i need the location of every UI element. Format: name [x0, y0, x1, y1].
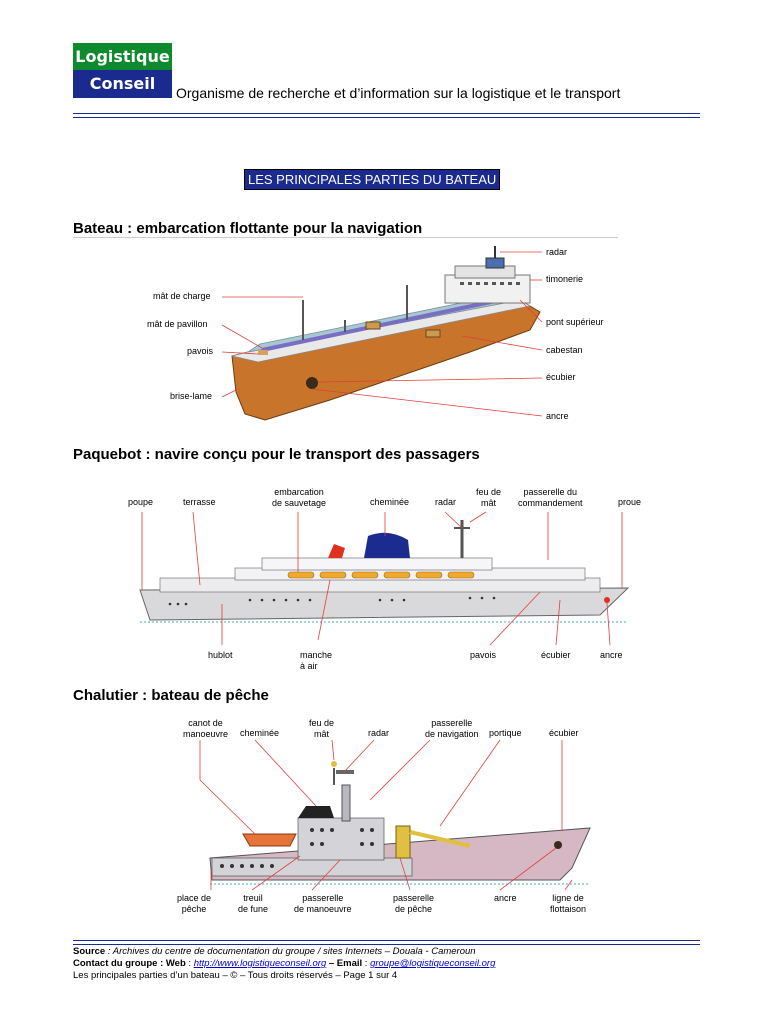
footer-rule: [73, 940, 700, 945]
page-title: LES PRINCIPALES PARTIES DU BATEAU: [244, 169, 501, 190]
trawler-illustration: [199, 739, 591, 891]
label-brise-lame: brise-lame: [170, 391, 213, 401]
label-mat-pavillon: mât de pavillon: [147, 319, 208, 329]
label-radar: radar: [546, 247, 568, 257]
label-feu-mat: feu de mât: [476, 487, 502, 508]
label-canot-manoeuvre: canot de manoeuvre: [183, 718, 229, 739]
label-treuil-fune: treuil de fune: [238, 893, 269, 914]
label-hublot: hublot: [208, 650, 233, 660]
section-heading-paquebot: Paquebot : navire conçu pour le transpor…: [73, 446, 480, 463]
label-cheminee: cheminée: [240, 728, 280, 738]
footer-source: Source : Archives du centre de documenta…: [73, 946, 476, 958]
email-label: – Email: [328, 958, 363, 969]
label-radar: radar: [368, 728, 390, 738]
tanker-illustration: [221, 246, 543, 421]
label-mat-charge: mât de charge: [153, 291, 211, 301]
label-passerelle-commandement: passerelle du commandement: [518, 487, 583, 508]
label-terrasse: terrasse: [183, 497, 216, 507]
label-ecubier: écubier: [541, 650, 571, 660]
label-timonerie: timonerie: [546, 274, 584, 284]
organisation-text: Organisme de recherche et d’information …: [176, 85, 621, 101]
section-heading-chalutier: Chalutier : bateau de pêche: [73, 687, 269, 704]
web-link[interactable]: http://www.logistiqueconseil.org: [193, 958, 327, 969]
label-manche-air: manche à air: [300, 650, 333, 671]
source-label: Source: [73, 946, 106, 957]
liner-illustration: [139, 511, 630, 646]
logo-line1: Logistique: [73, 43, 172, 70]
logo-line2: Conseil: [73, 70, 172, 98]
label-ancre: ancre: [494, 893, 517, 903]
label-passerelle-peche: passerelle de pêche: [393, 893, 435, 914]
footer-copyright: Les principales parties d’un bateau – © …: [73, 970, 398, 981]
label-ligne-flottaison: ligne de flottaison: [550, 893, 587, 914]
label-passerelle-manoeuvre: passerelle de manoeuvre: [294, 893, 352, 914]
label-ancre: ancre: [600, 650, 623, 660]
label-passerelle-navigation: passerelle de navigation: [425, 718, 479, 739]
label-ecubier: écubier: [546, 372, 576, 382]
label-ecubier: écubier: [549, 728, 579, 738]
email-link[interactable]: groupe@logistiqueconseil.org: [370, 958, 496, 969]
label-feu-mat: feu de mât: [309, 718, 335, 739]
contact-label: Contact du groupe : Web: [73, 958, 186, 969]
label-portique: portique: [489, 728, 522, 738]
label-place-peche: place de pêche: [177, 893, 212, 914]
source-text: : Archives du centre de documentation du…: [105, 946, 476, 957]
label-embarcation: embarcation de sauvetage: [272, 487, 327, 508]
label-radar: radar: [435, 497, 457, 507]
logo: Logistique Conseil: [73, 43, 172, 98]
label-cabestan: cabestan: [546, 345, 583, 355]
label-pont-superieur: pont supérieur: [546, 317, 604, 327]
label-cheminee: cheminée: [370, 497, 410, 507]
footer-contact: Contact du groupe : Web : http://www.log…: [73, 958, 496, 969]
label-ancre: ancre: [546, 411, 569, 421]
label-poupe: poupe: [128, 497, 154, 507]
label-pavois: pavois: [470, 650, 497, 660]
header-rule: [73, 113, 700, 118]
section-heading-bateau: Bateau : embarcation flottante pour la n…: [73, 220, 423, 237]
label-pavois: pavois: [187, 346, 214, 356]
label-proue: proue: [618, 497, 642, 507]
section-underline: [73, 237, 618, 238]
